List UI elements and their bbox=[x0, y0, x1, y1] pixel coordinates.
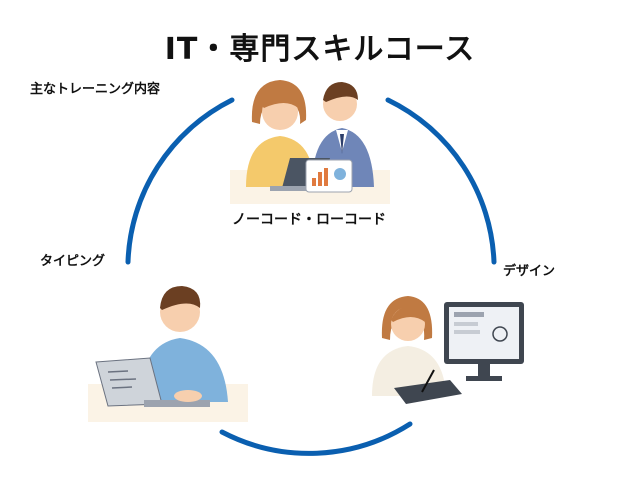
arc-top-left bbox=[125, 97, 235, 265]
typing-illustration bbox=[88, 286, 248, 422]
page-title: IT・専門スキルコース bbox=[164, 32, 476, 67]
node-label-design: デザイン bbox=[503, 264, 556, 279]
subtitle-label: 主なトレーニング内容 bbox=[30, 82, 161, 97]
arc-top-right bbox=[385, 97, 497, 265]
node-label-nocode: ノーコード・ローコード bbox=[232, 212, 386, 228]
node-label-typing: タイピング bbox=[40, 254, 106, 269]
arc-bottom bbox=[219, 421, 413, 456]
nocode-illustration bbox=[230, 80, 390, 204]
design-illustration bbox=[372, 296, 524, 404]
